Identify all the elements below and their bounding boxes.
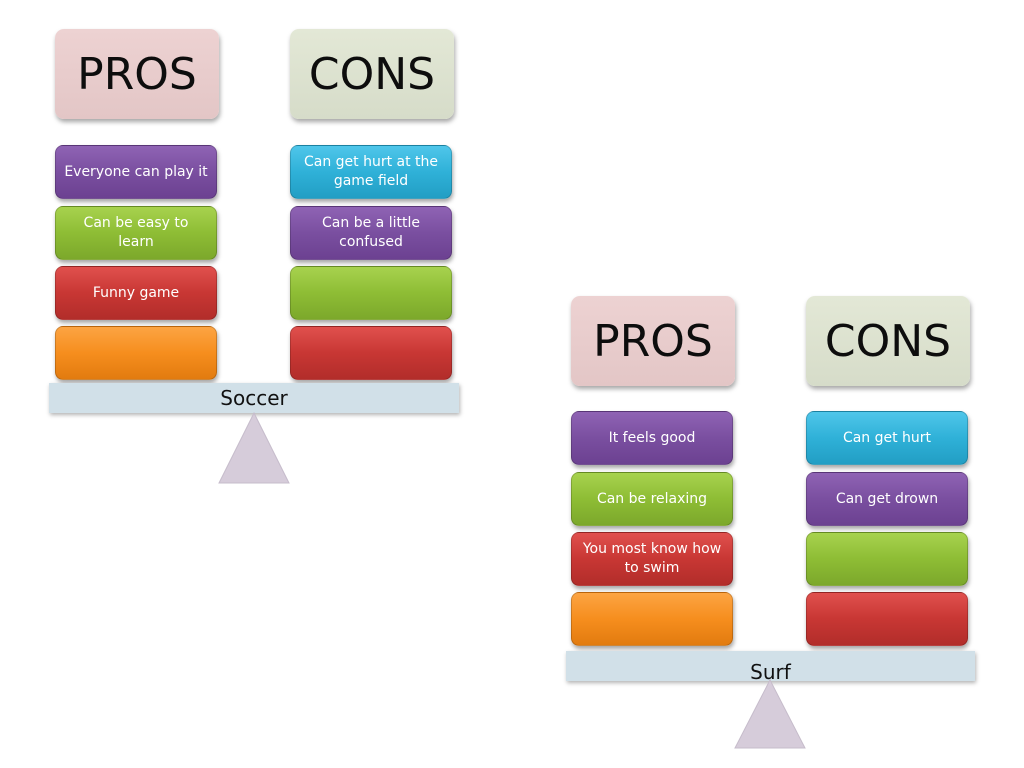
surf-pro-block-4 [571, 592, 733, 646]
soccer-con-block-3 [290, 266, 452, 320]
soccer-pros-header: PROS [55, 29, 219, 119]
soccer-pro-block-1: Everyone can play it [55, 145, 217, 199]
surf-pros-header: PROS [571, 296, 735, 386]
soccer-pro-block-3: Funny game [55, 266, 217, 320]
surf-cons-header: CONS [806, 296, 970, 386]
surf-balance-beam: Surf [566, 651, 975, 684]
surf-fulcrum [734, 678, 806, 749]
surf-con-block-1: Can get hurt [806, 411, 968, 465]
surf-pro-block-3: You most know how to swim [571, 532, 733, 586]
soccer-balance-beam: Soccer [49, 383, 459, 413]
surf-pro-block-2: Can be relaxing [571, 472, 733, 526]
soccer-con-block-1: Can get hurt at the game field [290, 145, 452, 199]
surf-con-block-2: Can get drown [806, 472, 968, 526]
surf-con-block-4 [806, 592, 968, 646]
soccer-pro-block-2: Can be easy to learn [55, 206, 217, 260]
soccer-fulcrum [218, 411, 290, 484]
soccer-con-block-2: Can be a little confused [290, 206, 452, 260]
surf-con-block-3 [806, 532, 968, 586]
surf-pro-block-1: It feels good [571, 411, 733, 465]
soccer-con-block-4 [290, 326, 452, 380]
soccer-beam-label: Soccer [220, 386, 288, 410]
soccer-cons-header: CONS [290, 29, 454, 119]
soccer-pro-block-4 [55, 326, 217, 380]
